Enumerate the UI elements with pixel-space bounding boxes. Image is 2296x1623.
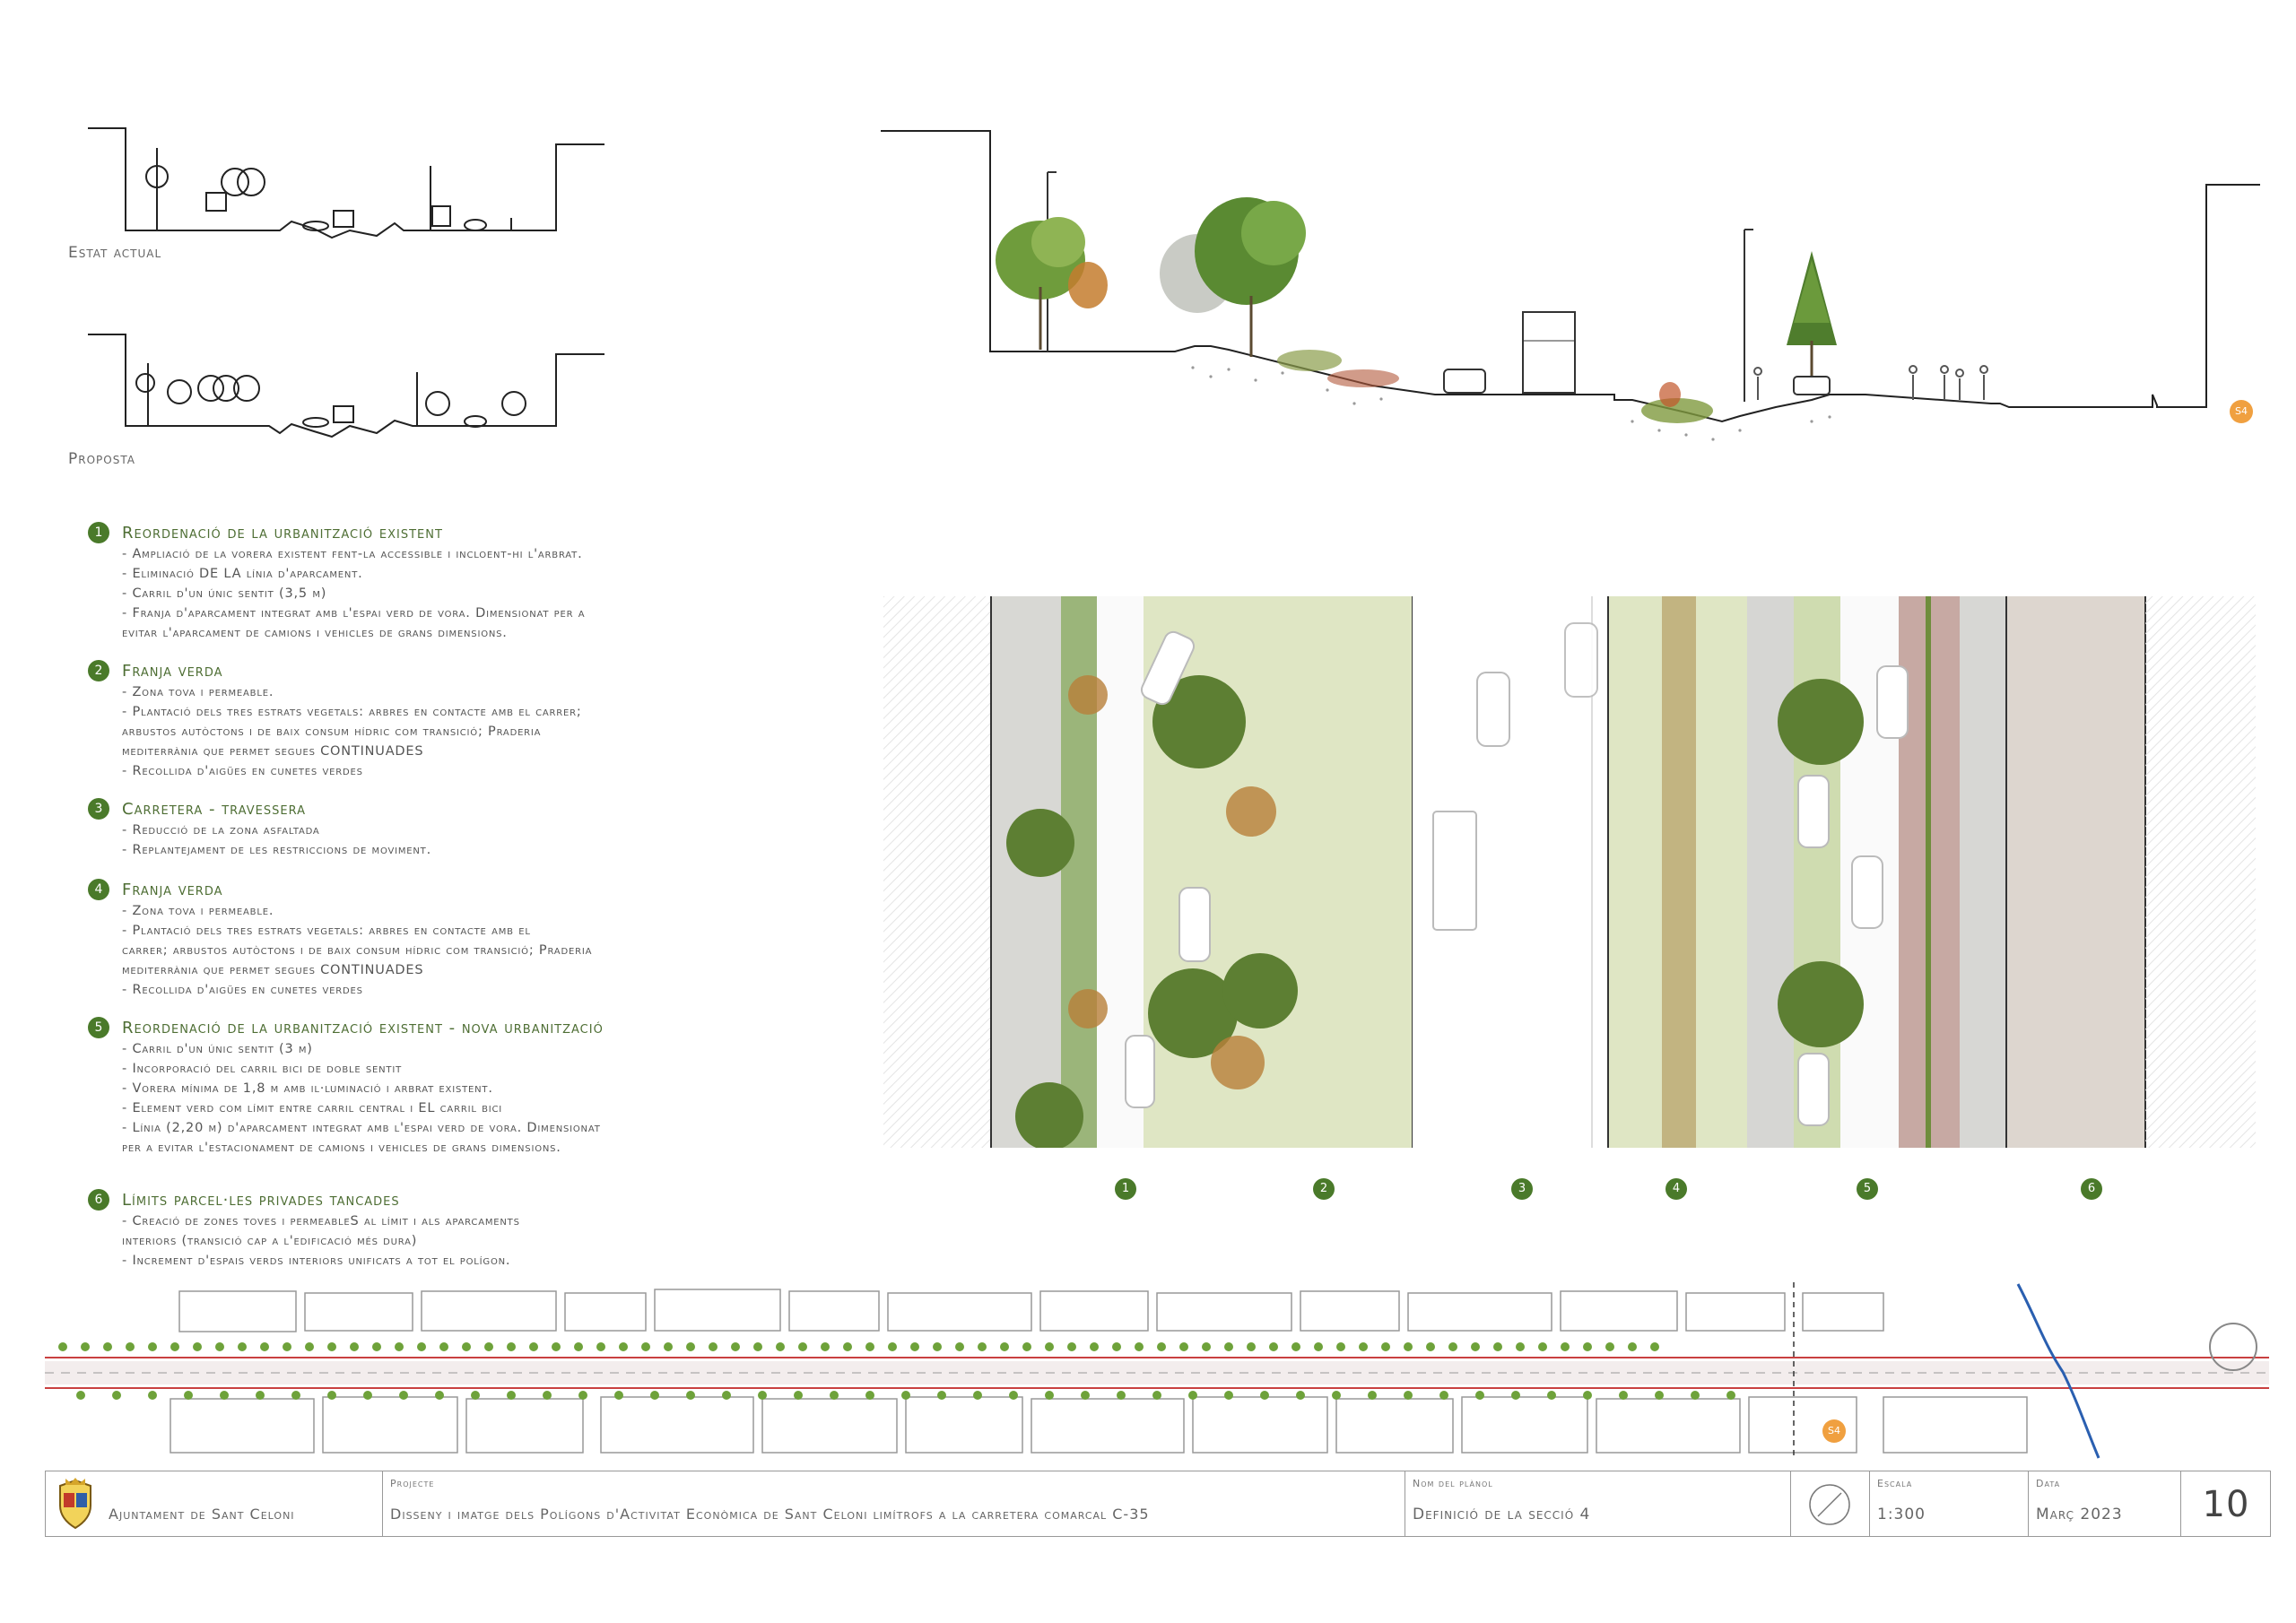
plan-badge-2: 2 bbox=[1313, 1178, 1335, 1200]
plan-name-label: Nom del plànol bbox=[1413, 1478, 1493, 1489]
legend-line: evitar l'aparcament de camions i vehicle… bbox=[122, 626, 508, 640]
tb-client-cell: Ajuntament de Sant Celoni bbox=[46, 1471, 382, 1536]
current-section-drawing bbox=[88, 127, 604, 239]
legend-line: - Recollida d'aigües en cunetes verdes bbox=[122, 983, 363, 997]
tb-plan-name-cell: Nom del plànol Definició de la secció 4 bbox=[1405, 1471, 1791, 1536]
legend-line: mediterrània que permet segues CONTINUAD… bbox=[122, 963, 424, 977]
legend-line: - Franja d'aparcament integrat amb l'esp… bbox=[122, 606, 586, 621]
scale-value: 1:300 bbox=[1877, 1506, 1926, 1523]
legend-line: - Replantejament de les restriccions de … bbox=[122, 843, 431, 857]
legend-line: - Plantació dels tres estrats vegetals: … bbox=[122, 924, 531, 938]
legend-number: 5 bbox=[88, 1017, 109, 1038]
section-marker-elevation: S4 bbox=[2230, 400, 2253, 423]
plan-badge-4: 4 bbox=[1665, 1178, 1687, 1200]
legend-title: Franja verda bbox=[122, 662, 223, 681]
legend-line: - Increment d'espais verds interiors uni… bbox=[122, 1254, 511, 1268]
tb-scale-cell: Escala 1:300 bbox=[1869, 1471, 2029, 1536]
title-block: Ajuntament de Sant Celoni Projecte Disse… bbox=[45, 1471, 2271, 1537]
tb-project-cell: Projecte Disseny i imatge dels Polígons … bbox=[382, 1471, 1405, 1536]
legend-number: 3 bbox=[88, 798, 109, 820]
plan-name: Definició de la secció 4 bbox=[1413, 1506, 1591, 1523]
legend-title: Límits parcel·les privades tancades bbox=[122, 1191, 400, 1210]
current-section-label: Estat actual bbox=[68, 244, 162, 262]
scale-label: Escala bbox=[1877, 1478, 1913, 1489]
plan-badge-3: 3 bbox=[1511, 1178, 1533, 1200]
legend-line: - Eliminació DE LA línia d'aparcament. bbox=[122, 567, 363, 581]
legend-number: 2 bbox=[88, 660, 109, 681]
legend-line: - Reducció de la zona asfaltada bbox=[122, 823, 320, 838]
plan-badge-1: 1 bbox=[1115, 1178, 1136, 1200]
date-value: Març 2023 bbox=[2036, 1506, 2123, 1523]
municipal-coat-of-arms bbox=[59, 1478, 91, 1530]
tb-sheet-cell: 10 bbox=[2180, 1471, 2271, 1536]
project-label: Projecte bbox=[390, 1478, 435, 1489]
client-name: Ajuntament de Sant Celoni bbox=[109, 1506, 295, 1523]
proposal-section-drawing bbox=[88, 334, 604, 438]
tb-date-cell: Data Març 2023 bbox=[2028, 1471, 2181, 1536]
legend-line: carrer; arbustos autòctons i de baix con… bbox=[122, 943, 593, 958]
legend-line: per a evitar l'estacionament de camions … bbox=[122, 1141, 561, 1155]
legend-line: interiors (transició cap a l'edificació … bbox=[122, 1234, 418, 1248]
site-plan-strip bbox=[45, 1282, 2269, 1460]
legend-number: 6 bbox=[88, 1189, 109, 1211]
plan-badge-5: 5 bbox=[1857, 1178, 1878, 1200]
north-arrow-icon bbox=[1809, 1484, 1850, 1525]
legend-title: Reordenació de la urbanització existent … bbox=[122, 1019, 604, 1037]
plan-view bbox=[883, 596, 2256, 1148]
section-elevation bbox=[881, 130, 2260, 441]
sheet-number: 10 bbox=[2202, 1484, 2250, 1525]
legend-line: - Carril d'un únic sentit (3 m) bbox=[122, 1042, 313, 1056]
project-title: Disseny i imatge dels Polígons d'Activit… bbox=[390, 1506, 1150, 1523]
section-marker-site-plan: S4 bbox=[1822, 1419, 1846, 1443]
legend-line: arbustos autòctons i de baix consum hídr… bbox=[122, 725, 542, 739]
date-label: Data bbox=[2036, 1478, 2061, 1489]
legend-line: - Incorporació del carril bici de doble … bbox=[122, 1062, 402, 1076]
legend-number: 4 bbox=[88, 879, 109, 900]
tb-north-cell bbox=[1790, 1471, 1870, 1536]
legend-line: - Zona tova i permeable. bbox=[122, 904, 274, 918]
legend-line: - Element verd com límit entre carril ce… bbox=[122, 1101, 503, 1115]
legend-title: Reordenació de la urbanització existent bbox=[122, 524, 443, 542]
legend-line: - Creació de zones toves i permeableS al… bbox=[122, 1214, 520, 1228]
legend-title: Franja verda bbox=[122, 881, 223, 899]
legend-line: - Recollida d'aigües en cunetes verdes bbox=[122, 764, 363, 778]
legend-line: - Vorera mínima de 1,8 m amb il·luminaci… bbox=[122, 1081, 493, 1096]
legend-line: - Carril d'un únic sentit (3,5 m) bbox=[122, 586, 327, 601]
plan-badge-6: 6 bbox=[2081, 1178, 2102, 1200]
legend-number: 1 bbox=[88, 522, 109, 543]
legend-line: - Ampliació de la vorera existent fent-l… bbox=[122, 547, 583, 561]
legend-line: mediterrània que permet segues CONTINUAD… bbox=[122, 744, 424, 759]
legend-line: - Línia (2,20 m) d'aparcament integrat a… bbox=[122, 1121, 601, 1135]
legend-line: - Plantació dels tres estrats vegetals: … bbox=[122, 705, 582, 719]
proposal-section-label: Proposta bbox=[68, 450, 135, 468]
legend-title: Carretera - travessera bbox=[122, 800, 306, 819]
legend-line: - Zona tova i permeable. bbox=[122, 685, 274, 699]
